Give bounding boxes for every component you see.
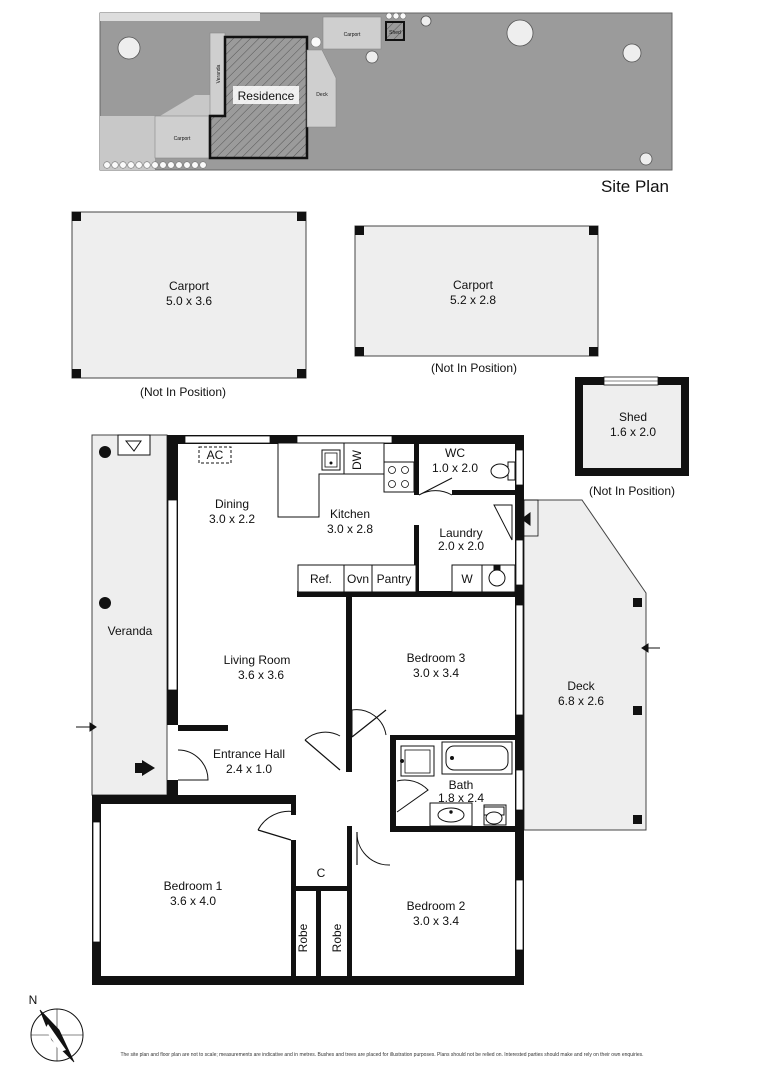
ref-label: Ref. bbox=[310, 572, 332, 586]
bedroom2-name: Bedroom 2 bbox=[407, 899, 466, 913]
interior-walls bbox=[178, 440, 520, 981]
compass-north: N bbox=[29, 993, 38, 1007]
entrance-dims: 2.4 x 1.0 bbox=[226, 762, 272, 776]
tree-icon bbox=[365, 50, 379, 64]
site-driveway bbox=[100, 116, 155, 170]
bedroom3-name: Bedroom 3 bbox=[407, 651, 466, 665]
toilet-icon bbox=[483, 461, 516, 825]
kitchen-dims: 3.0 x 2.8 bbox=[327, 522, 373, 536]
tree-icon bbox=[117, 36, 141, 60]
carport-b-note: (Not In Position) bbox=[431, 361, 517, 375]
site-trees bbox=[117, 15, 653, 166]
site-carport-top bbox=[322, 16, 382, 50]
site-plan: Carport Veranda Residence Deck Carport S… bbox=[99, 12, 673, 196]
site-deck-label: Deck bbox=[316, 92, 328, 98]
deck-dims: 6.8 x 2.6 bbox=[558, 694, 604, 708]
compass-icon: N bbox=[29, 993, 84, 1063]
ac-unit bbox=[198, 446, 232, 464]
entrance-name: Entrance Hall bbox=[213, 747, 285, 761]
wc-name: WC bbox=[445, 446, 465, 460]
bathtub-icon bbox=[445, 745, 509, 771]
laundry-dims: 2.0 x 2.0 bbox=[438, 539, 484, 553]
site-veranda-path bbox=[160, 95, 210, 116]
bedroom2-dims: 3.0 x 3.4 bbox=[413, 914, 459, 928]
site-path-top bbox=[100, 13, 260, 21]
tree-icon bbox=[639, 152, 653, 166]
post-icon bbox=[99, 597, 111, 609]
doors bbox=[177, 477, 513, 866]
bath-dims: 1.8 x 2.4 bbox=[438, 791, 484, 805]
carport-a-dims: 5.0 x 3.6 bbox=[166, 294, 212, 308]
shed-name: Shed bbox=[619, 410, 647, 424]
disclaimer-text: The site plan and floor plan are not to … bbox=[120, 1052, 644, 1058]
tree-icon bbox=[420, 15, 432, 27]
site-bushes bbox=[103, 12, 407, 169]
sink-icon bbox=[321, 449, 341, 471]
kitchen-name: Kitchen bbox=[330, 507, 370, 521]
shower-icon bbox=[400, 749, 431, 774]
carport-a-name: Carport bbox=[169, 279, 210, 293]
site-shed bbox=[385, 21, 405, 41]
w-label: W bbox=[461, 572, 473, 586]
fixture-dividers bbox=[343, 443, 483, 592]
bedroom3-dims: 3.0 x 3.4 bbox=[413, 666, 459, 680]
laundry-name: Laundry bbox=[439, 526, 482, 540]
living-dims: 3.6 x 3.6 bbox=[238, 668, 284, 682]
veranda-step bbox=[117, 434, 151, 456]
tree-icon bbox=[506, 19, 534, 47]
site-deck bbox=[306, 49, 337, 128]
carport-b-dims: 5.2 x 2.8 bbox=[450, 293, 496, 307]
bath-name: Bath bbox=[449, 778, 474, 792]
carport-b-name: Carport bbox=[453, 278, 494, 292]
floor-plan: Veranda Dining 3.0 x 2.2 Kitchen 3.0 x 2… bbox=[76, 434, 660, 985]
robe2-label: Robe bbox=[330, 923, 344, 952]
shed: Shed 1.6 x 2.0 (Not In Position) bbox=[575, 376, 689, 498]
wc-dims: 1.0 x 2.0 bbox=[432, 461, 478, 475]
arrow-icon bbox=[135, 760, 155, 776]
c-label: C bbox=[317, 866, 326, 880]
site-carport-bottom-label: Carport bbox=[174, 136, 191, 142]
post-icon bbox=[99, 446, 111, 458]
site-residence-label: Residence bbox=[238, 89, 295, 103]
site-plan-title: Site Plan bbox=[601, 177, 669, 196]
deck-name: Deck bbox=[567, 679, 595, 693]
site-carport-bottom bbox=[154, 115, 210, 159]
door-leaves bbox=[257, 709, 387, 865]
site-shed-label: Shed bbox=[389, 30, 401, 36]
deck-area bbox=[523, 499, 647, 831]
dining-name: Dining bbox=[215, 497, 249, 511]
robe1-label: Robe bbox=[296, 923, 310, 952]
trough-icon bbox=[488, 565, 506, 587]
site-residence-label-bg bbox=[233, 86, 299, 104]
tree-icon bbox=[622, 43, 642, 63]
site-carport-top-label: Carport bbox=[344, 32, 361, 38]
stove-icon bbox=[388, 466, 409, 488]
site-veranda-label: Veranda bbox=[216, 64, 222, 83]
ac-label: AC bbox=[207, 448, 224, 462]
deck-posts bbox=[633, 598, 642, 824]
basin-icon bbox=[437, 807, 465, 823]
shed-note: (Not In Position) bbox=[589, 484, 675, 498]
windows bbox=[92, 435, 524, 951]
shed-dims: 1.6 x 2.0 bbox=[610, 425, 656, 439]
pantry-label: Pantry bbox=[377, 572, 412, 586]
entry-arrow-icon bbox=[76, 512, 660, 732]
bedroom1-dims: 3.6 x 4.0 bbox=[170, 894, 216, 908]
living-name: Living Room bbox=[224, 653, 291, 667]
dining-dims: 3.0 x 2.2 bbox=[209, 512, 255, 526]
ovn-label: Ovn bbox=[347, 572, 369, 586]
carport-b: Carport 5.2 x 2.8 (Not In Position) bbox=[354, 225, 599, 375]
bedroom1-name: Bedroom 1 bbox=[164, 879, 223, 893]
deck-door bbox=[519, 499, 539, 537]
dw-label: DW bbox=[350, 449, 364, 470]
veranda-area bbox=[91, 434, 168, 796]
veranda-name: Veranda bbox=[108, 624, 153, 638]
carport-a-note: (Not In Position) bbox=[140, 385, 226, 399]
carport-a: Carport 5.0 x 3.6 (Not In Position) bbox=[71, 211, 307, 399]
